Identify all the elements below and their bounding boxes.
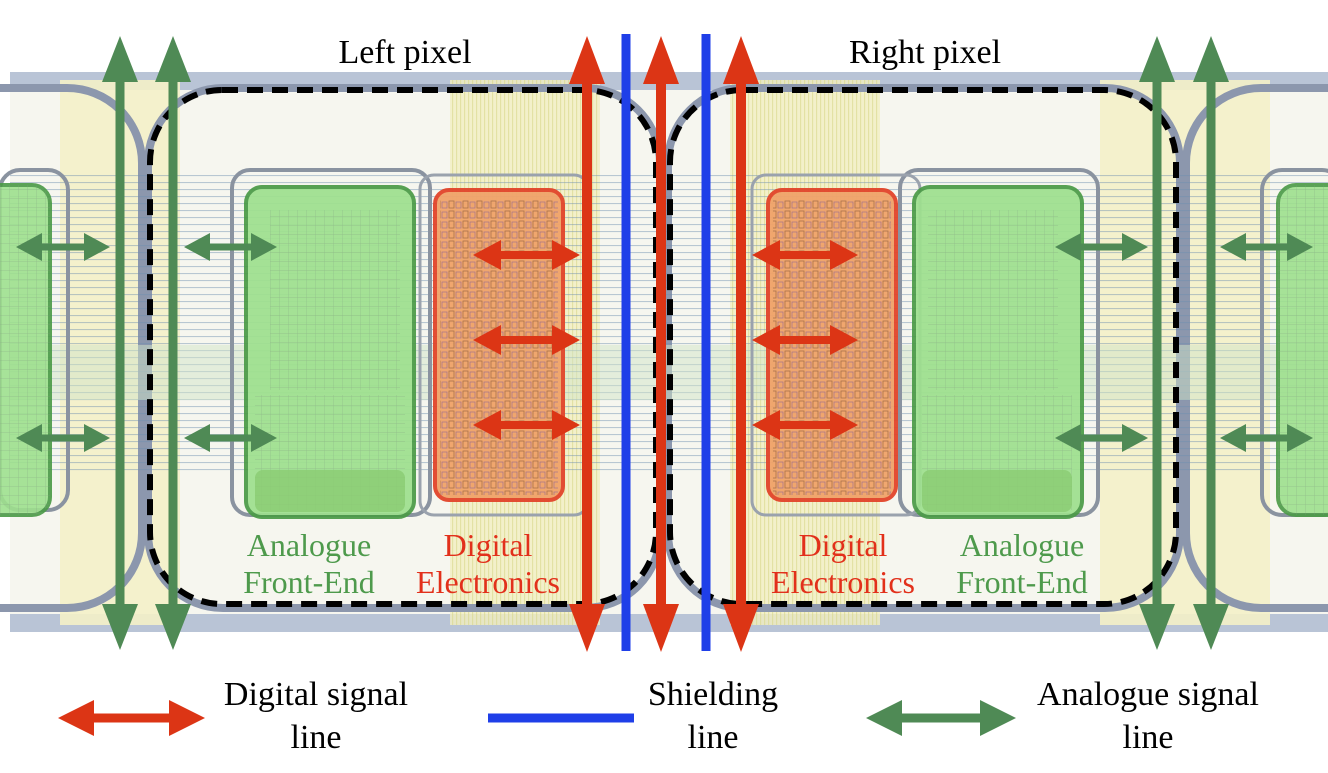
- analogue-vertical-arrow: [155, 36, 191, 650]
- digital-horizontal-arrow: [473, 410, 580, 440]
- analogue-horizontal-arrow: [184, 424, 277, 452]
- digital-horizontal-arrow: [473, 325, 580, 355]
- left-afe-label: Analogue Front-End: [243, 527, 375, 600]
- right-afe-label: Analogue Front-End: [956, 527, 1088, 600]
- analogue-horizontal-arrow: [184, 233, 277, 261]
- signal-lines: [16, 34, 1313, 652]
- analogue-horizontal-arrow: [16, 424, 110, 452]
- left-digital-label-line2: Electronics: [416, 564, 560, 600]
- right-digital-label-line1: Digital: [799, 527, 888, 563]
- left-pixel-title: Left pixel: [338, 34, 471, 71]
- left-digital-label: Digital Electronics: [416, 527, 560, 600]
- afe-blocks: [0, 183, 1328, 519]
- afe-block-right: [912, 185, 1084, 519]
- digital-vertical-arrow: [569, 36, 605, 652]
- legend-analogue-line2: line: [1123, 719, 1174, 756]
- analogue-horizontal-arrow: [16, 233, 110, 261]
- digital-vertical-arrow: [723, 36, 759, 652]
- right-digital-label-line2: Electronics: [771, 564, 915, 600]
- digital-vertical-arrow: [643, 36, 679, 652]
- afe-block-far-left: [0, 183, 52, 517]
- legend-digital-line2: line: [291, 719, 342, 756]
- left-digital-label-line1: Digital: [444, 527, 533, 563]
- right-afe-label-line1: Analogue: [960, 527, 1084, 563]
- analogue-horizontal-arrow: [1220, 424, 1313, 452]
- afe-block-left: [244, 185, 416, 519]
- digital-horizontal-arrow: [752, 410, 858, 440]
- legend: Digital signal line Shielding line Analo…: [58, 676, 1259, 756]
- afe-block-far-right: [1276, 183, 1328, 517]
- right-pixel-title: Right pixel: [849, 34, 1001, 71]
- right-afe-label-line2: Front-End: [956, 564, 1088, 600]
- legend-analogue-arrow-icon: [866, 700, 1016, 736]
- right-pixel-boundary: [667, 87, 1179, 607]
- analogue-vertical-arrow: [1193, 36, 1229, 650]
- analogue-vertical-arrow: [1139, 36, 1175, 650]
- analogue-horizontal-arrow: [1220, 233, 1313, 261]
- legend-analogue-line1: Analogue signal: [1037, 676, 1259, 713]
- legend-shielding-line2: line: [688, 719, 739, 756]
- analogue-horizontal-arrow: [1055, 233, 1148, 261]
- legend-shielding-line1: Shielding: [648, 676, 778, 713]
- analogue-vertical-arrow: [102, 36, 138, 650]
- analogue-horizontal-arrow: [1055, 424, 1148, 452]
- digital-horizontal-arrow: [473, 240, 580, 270]
- left-afe-label-line1: Analogue: [247, 527, 371, 563]
- legend-marks: [58, 700, 1016, 736]
- left-afe-label-line2: Front-End: [243, 564, 375, 600]
- legend-digital-arrow-icon: [58, 700, 205, 736]
- legend-digital-line1: Digital signal: [224, 676, 408, 713]
- digital-horizontal-arrow: [752, 325, 858, 355]
- digital-horizontal-arrow: [752, 240, 858, 270]
- right-digital-label: Digital Electronics: [771, 527, 915, 600]
